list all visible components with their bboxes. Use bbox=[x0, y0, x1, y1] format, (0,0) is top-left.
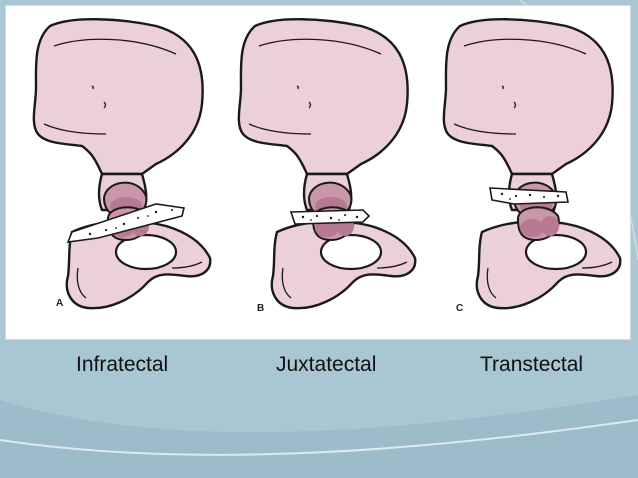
acetabular-fracture-figure: A B C bbox=[32, 18, 622, 314]
caption-infratectal: Infratectal bbox=[76, 353, 169, 376]
figure-panel: A B C bbox=[6, 6, 630, 339]
pelvis-illustration-a: A bbox=[32, 18, 212, 310]
pelvis-illustration-b: B bbox=[237, 18, 417, 314]
panel-letter-b: B bbox=[257, 303, 264, 314]
pelvis-illustration-c: C bbox=[442, 18, 622, 314]
panel-letter-a: A bbox=[56, 298, 63, 309]
caption-transtectal: Transtectal bbox=[480, 353, 584, 376]
panel-letter-c: C bbox=[456, 303, 463, 314]
caption-juxtatectal: Juxtatectal bbox=[276, 353, 377, 376]
